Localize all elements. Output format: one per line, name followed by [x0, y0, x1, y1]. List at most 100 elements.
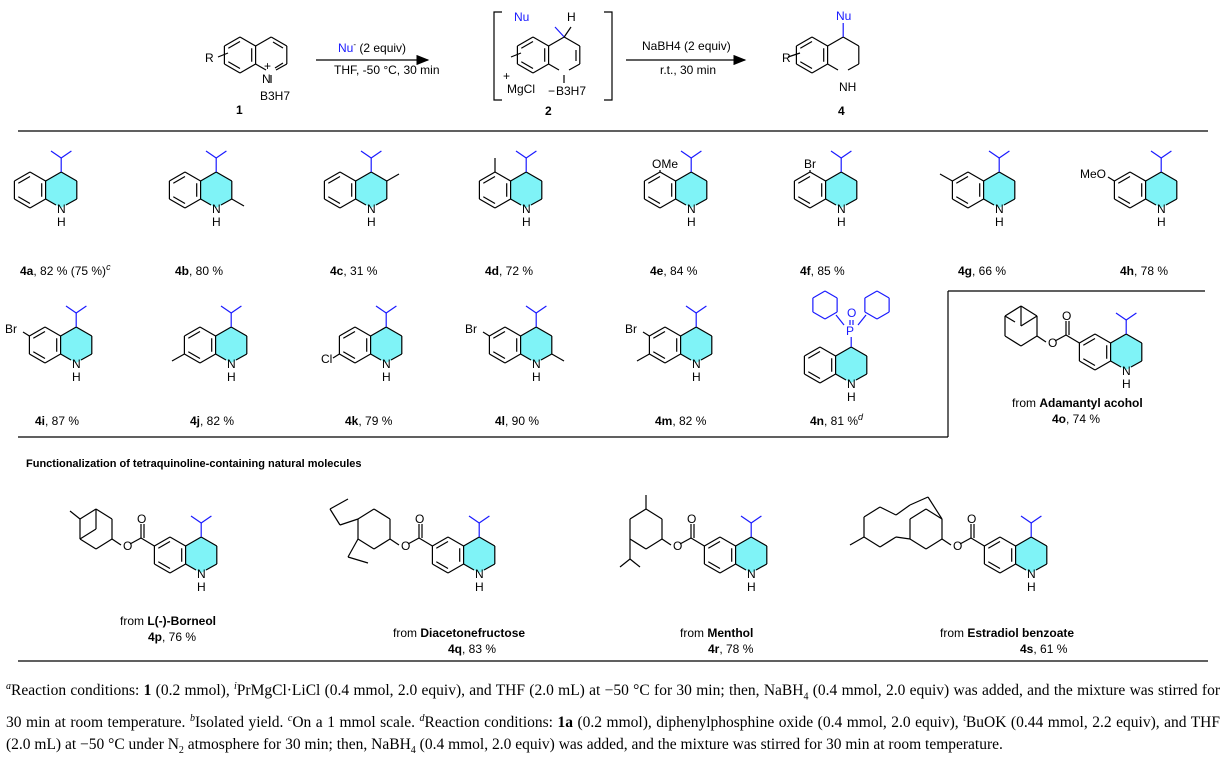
atom-label: N: [57, 202, 66, 216]
atom-label: N: [212, 202, 221, 216]
structure: NH: [13, 150, 78, 229]
phosphorus-label: P: [846, 324, 854, 338]
substituent-label: OMe: [652, 157, 678, 171]
structure: NH: [168, 150, 245, 229]
svg-text:NaBH4 (2 equiv): NaBH4 (2 equiv): [642, 39, 731, 53]
product-4: Nu NH R 4: [782, 9, 860, 118]
source-label: from Adamantyl acohol: [1012, 396, 1143, 410]
atom-label: H: [1027, 580, 1036, 594]
atom-label: H: [367, 215, 376, 229]
svg-text:+: +: [503, 69, 510, 83]
atom-label: H: [995, 215, 1004, 229]
structure: NH Cl: [321, 305, 403, 384]
atom-label: N: [687, 202, 696, 216]
atom-label: H: [475, 580, 484, 594]
yield-label: 4g, 66 %: [958, 264, 1006, 278]
arrow-step-1: Nu- (2 equiv) THF, -50 °C, 30 min: [316, 40, 440, 77]
svg-text:B3H7: B3H7: [556, 84, 586, 98]
alcohol-residue: [619, 495, 663, 568]
svg-text:R: R: [782, 51, 791, 65]
atom-label: H: [227, 370, 236, 384]
compound-label: 1: [236, 103, 243, 117]
structure: NH OO: [1004, 305, 1143, 391]
atom-label: H: [197, 580, 206, 594]
yield-label: 4p, 76 %: [148, 630, 196, 644]
svg-text:Nu- (2 equiv): Nu- (2 equiv): [338, 40, 406, 55]
svg-text:N: N: [262, 72, 271, 86]
atom-label: O: [137, 512, 146, 526]
atom-label: N: [1122, 364, 1131, 378]
compound-4j: NH 4j, 82 %: [171, 305, 248, 428]
yield-label: 4s, 61 %: [1020, 642, 1068, 656]
yield-label: 4l, 90 %: [495, 414, 539, 428]
svg-text:r.t., 30 min: r.t., 30 min: [660, 63, 716, 77]
section-title: Functionalization of tetraquinoline-cont…: [26, 458, 362, 470]
atom-label: N: [692, 357, 701, 371]
substituent-label: Br: [625, 322, 637, 336]
atom-label: N: [1027, 567, 1036, 581]
atom-label: N: [995, 202, 1004, 216]
atom-label: O: [967, 512, 976, 526]
compound-4b: NH 4b, 80 %: [168, 150, 245, 278]
structure: NH: [323, 150, 400, 229]
svg-text:+: +: [264, 59, 271, 73]
table-footnote: aReaction conditions: 1 (0.2 mmol), iPrM…: [6, 681, 1220, 757]
atom-label: H: [57, 215, 66, 229]
atom-label: N: [197, 567, 206, 581]
yield-label: 4j, 82 %: [190, 414, 234, 428]
atom-label: N: [72, 357, 81, 371]
substituent-label: Cl: [321, 352, 332, 366]
atom-label: H: [837, 215, 846, 229]
yield-label: 4e, 84 %: [650, 264, 698, 278]
alcohol-residue: [1004, 305, 1038, 347]
yield-label: 4b, 80 %: [175, 264, 223, 278]
yield-label: 4f, 85 %: [800, 264, 845, 278]
atom-label: H: [1122, 377, 1131, 391]
yield-label: 4h, 78 %: [1120, 264, 1168, 278]
atom-label: H: [532, 370, 541, 384]
atom-label: H: [382, 370, 391, 384]
substituent-label: Br: [5, 322, 17, 336]
alcohol-residue: [849, 496, 943, 550]
svg-text:4: 4: [838, 104, 845, 118]
structure: NH: [171, 305, 248, 384]
intermediate-2: Nu H + MgCl − B3H7 2: [493, 10, 613, 118]
substituent-label: MeO: [1080, 167, 1106, 181]
atom-label: H: [747, 580, 756, 594]
svg-text:2: 2: [545, 104, 552, 118]
atom-label: N: [382, 357, 391, 371]
yield-label: 4n, 81 %d: [810, 412, 864, 428]
atom-label: O: [687, 512, 696, 526]
atom-label: O: [1062, 309, 1071, 323]
svg-text:MgCl: MgCl: [507, 82, 535, 96]
atom-label: N: [227, 357, 236, 371]
atom-label: O: [415, 512, 424, 526]
atom-label: O: [953, 539, 962, 553]
atom-label: N: [847, 377, 856, 391]
yield-label: 4q, 83 %: [448, 642, 496, 656]
atom-label: O: [1048, 336, 1057, 350]
atom-label: H: [1157, 215, 1166, 229]
atom-label: H: [522, 215, 531, 229]
atom-label: N: [747, 567, 756, 581]
atom-label: H: [212, 215, 221, 229]
svg-text:Nu: Nu: [836, 9, 851, 23]
compound-4g: NH 4g, 66 %: [939, 150, 1016, 278]
